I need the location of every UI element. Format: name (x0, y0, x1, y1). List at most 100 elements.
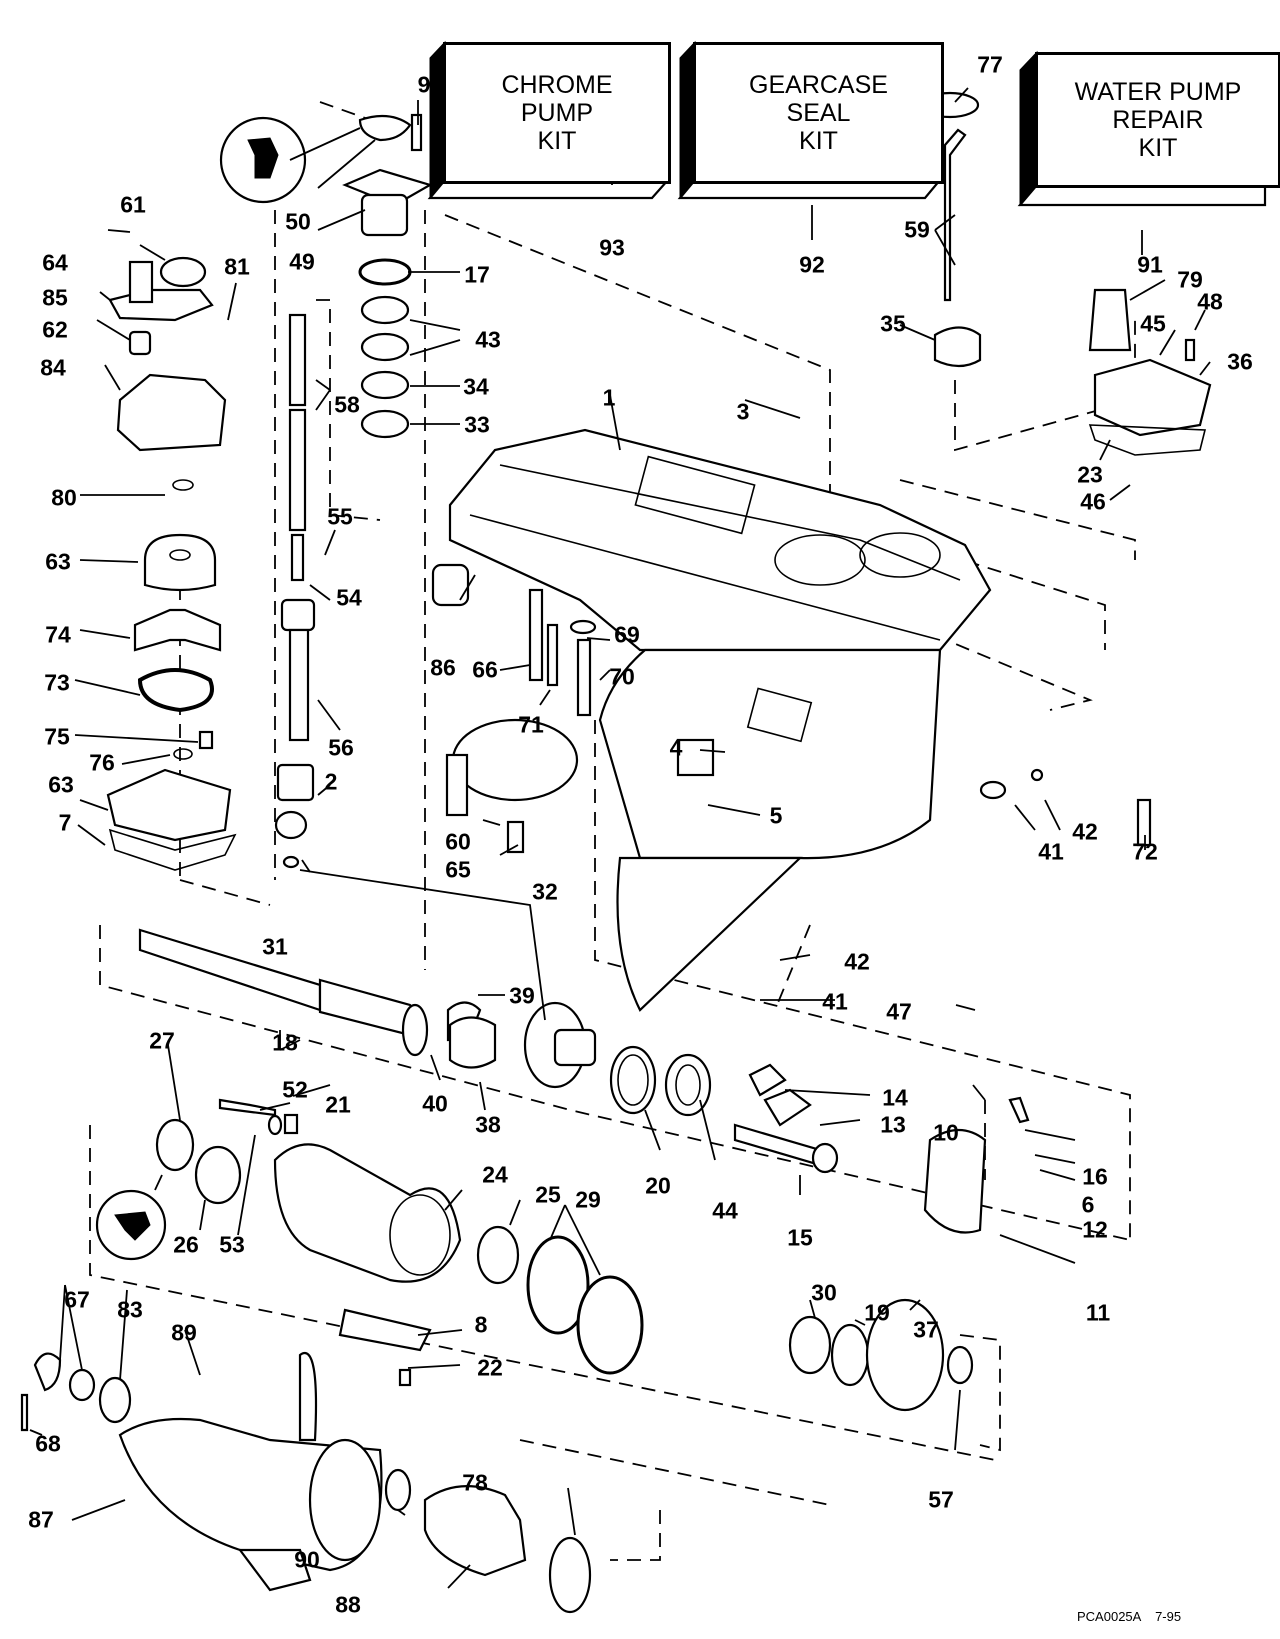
callout-29[interactable]: 29 (575, 1186, 601, 1213)
callout-48[interactable]: 48 (1197, 288, 1223, 315)
callout-87[interactable]: 87 (28, 1506, 54, 1533)
callout-24[interactable]: 24 (482, 1161, 508, 1188)
callout-74[interactable]: 74 (45, 621, 71, 648)
callout-16[interactable]: 16 (1082, 1163, 1108, 1190)
callout-63[interactable]: 63 (45, 548, 71, 575)
callout-39[interactable]: 39 (509, 982, 535, 1009)
callout-38[interactable]: 38 (475, 1111, 501, 1138)
callout-30[interactable]: 30 (811, 1279, 837, 1306)
callout-25[interactable]: 25 (535, 1181, 561, 1208)
callout-41[interactable]: 41 (822, 988, 848, 1015)
callout-62[interactable]: 62 (42, 316, 68, 343)
callout-81[interactable]: 81 (224, 253, 250, 280)
callout-84[interactable]: 84 (40, 354, 66, 381)
callout-44[interactable]: 44 (712, 1197, 738, 1224)
callout-42[interactable]: 42 (1072, 818, 1098, 845)
callout-11[interactable]: 11 (1085, 1299, 1111, 1326)
callout-70[interactable]: 70 (609, 663, 635, 690)
callout-1[interactable]: 1 (602, 384, 616, 411)
callout-12[interactable]: 12 (1082, 1216, 1108, 1243)
callout-27[interactable]: 27 (149, 1027, 175, 1054)
callout-77[interactable]: 77 (977, 51, 1003, 78)
callout-58[interactable]: 58 (334, 391, 360, 418)
callout-19[interactable]: 19 (864, 1299, 890, 1326)
callout-8[interactable]: 8 (474, 1311, 488, 1338)
callout-15[interactable]: 15 (787, 1224, 813, 1251)
callout-18[interactable]: 18 (272, 1029, 298, 1056)
callout-91[interactable]: 91 (1137, 251, 1163, 278)
callout-79[interactable]: 79 (1177, 266, 1203, 293)
callout-34[interactable]: 34 (463, 373, 489, 400)
callout-43[interactable]: 43 (475, 326, 501, 353)
callout-68[interactable]: 68 (35, 1430, 61, 1457)
callout-10[interactable]: 10 (933, 1119, 959, 1146)
callout-83[interactable]: 83 (117, 1296, 143, 1323)
callout-71[interactable]: 71 (518, 711, 544, 738)
callout-65[interactable]: 65 (445, 856, 471, 883)
callout-21[interactable]: 21 (325, 1091, 351, 1118)
callout-32[interactable]: 32 (532, 878, 558, 905)
callout-90[interactable]: 90 (294, 1546, 320, 1573)
gearcase-seal-kit-box[interactable]: GEARCASE SEAL KIT (693, 42, 944, 184)
callout-20[interactable]: 20 (645, 1172, 671, 1199)
callout-86[interactable]: 86 (430, 654, 456, 681)
callout-57[interactable]: 57 (928, 1486, 954, 1513)
callout-66[interactable]: 66 (472, 656, 498, 683)
callout-56[interactable]: 56 (328, 734, 354, 761)
callout-61[interactable]: 61 (120, 191, 146, 218)
water-pump-repair-kit-box[interactable]: WATER PUMP REPAIR KIT (1035, 52, 1280, 188)
callout-78[interactable]: 78 (462, 1469, 488, 1496)
callout-40[interactable]: 40 (422, 1090, 448, 1117)
callout-45[interactable]: 45 (1140, 310, 1166, 337)
callout-14[interactable]: 14 (882, 1084, 908, 1111)
callout-50[interactable]: 50 (285, 208, 311, 235)
callout-33[interactable]: 33 (464, 411, 490, 438)
callout-55[interactable]: 55 (327, 503, 353, 530)
callout-46[interactable]: 46 (1080, 488, 1106, 515)
callout-64[interactable]: 64 (42, 249, 68, 276)
callout-52[interactable]: 52 (282, 1076, 308, 1103)
callout-47[interactable]: 47 (886, 998, 912, 1025)
callout-92[interactable]: 92 (799, 251, 825, 278)
callout-3[interactable]: 3 (736, 398, 750, 425)
callout-5[interactable]: 5 (769, 802, 783, 829)
callout-93[interactable]: 93 (599, 234, 625, 261)
callout-49[interactable]: 49 (289, 248, 315, 275)
callout-26[interactable]: 26 (173, 1231, 199, 1258)
callout-54[interactable]: 54 (336, 584, 362, 611)
callout-6[interactable]: 6 (1081, 1191, 1095, 1218)
callout-53[interactable]: 53 (219, 1231, 245, 1258)
callout-89[interactable]: 89 (171, 1319, 197, 1346)
drawing-number: PCA0025A (1077, 1609, 1141, 1624)
callout-41[interactable]: 41 (1038, 838, 1064, 865)
callout-42[interactable]: 42 (844, 948, 870, 975)
callout-31[interactable]: 31 (262, 933, 288, 960)
callout-22[interactable]: 22 (477, 1354, 503, 1381)
callout-72[interactable]: 72 (1132, 838, 1158, 865)
callout-17[interactable]: 17 (464, 261, 490, 288)
callout-73[interactable]: 73 (44, 669, 70, 696)
callout-35[interactable]: 35 (880, 310, 906, 337)
callout-9[interactable]: 9 (417, 71, 431, 98)
callout-85[interactable]: 85 (42, 284, 68, 311)
callout-60[interactable]: 60 (445, 828, 471, 855)
callout-88[interactable]: 88 (335, 1591, 361, 1618)
callout-80[interactable]: 80 (51, 484, 77, 511)
kit-line: KIT (799, 127, 838, 155)
callout-36[interactable]: 36 (1227, 348, 1253, 375)
callout-7[interactable]: 7 (58, 809, 72, 836)
callout-76[interactable]: 76 (89, 749, 115, 776)
chrome-pump-kit-box[interactable]: CHROME PUMP KIT (443, 42, 671, 184)
bearing-housing-parts (155, 1098, 644, 1387)
callout-63[interactable]: 63 (48, 771, 74, 798)
callout-4[interactable]: 4 (669, 734, 683, 761)
callout-67[interactable]: 67 (64, 1286, 90, 1313)
callout-69[interactable]: 69 (614, 621, 640, 648)
callout-37[interactable]: 37 (913, 1316, 939, 1343)
kit-line: SEAL (786, 99, 851, 127)
callout-59[interactable]: 59 (904, 216, 930, 243)
callout-75[interactable]: 75 (44, 723, 70, 750)
callout-2[interactable]: 2 (324, 768, 338, 795)
callout-13[interactable]: 13 (880, 1111, 906, 1138)
callout-23[interactable]: 23 (1077, 461, 1103, 488)
